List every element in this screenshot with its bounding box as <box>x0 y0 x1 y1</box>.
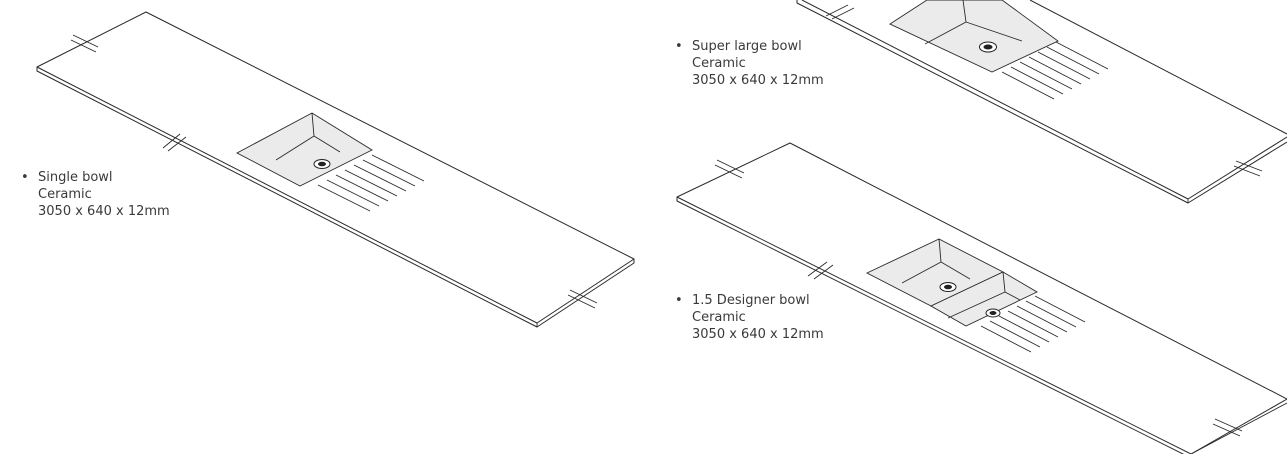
bullet: • <box>675 293 683 308</box>
cut-mark <box>1233 160 1263 177</box>
worktop-super-large-bowl <box>796 0 1287 204</box>
product-dimensions: 3050 x 640 x 12mm <box>692 327 824 342</box>
product-name: Single bowl <box>38 170 113 185</box>
product-label-super-large-bowl: • Super large bowl Ceramic 3050 x 640 x … <box>675 38 824 89</box>
sink-bowl-main <box>865 238 1005 307</box>
drainer-grooves <box>1001 41 1109 100</box>
bullet: • <box>675 39 683 54</box>
sink-bowl <box>889 0 1059 73</box>
worktop-single-bowl <box>36 11 635 328</box>
bullet: • <box>21 170 29 185</box>
sink-bowl <box>236 112 373 187</box>
product-dimensions: 3050 x 640 x 12mm <box>692 73 824 88</box>
sink-bowl-half <box>930 271 1038 327</box>
worktop-designer-bowl <box>676 142 1287 454</box>
cut-mark <box>567 289 598 309</box>
drainer-grooves <box>980 295 1086 353</box>
product-name: 1.5 Designer bowl <box>692 293 810 308</box>
drainer-grooves <box>317 154 425 212</box>
cut-mark <box>807 261 834 280</box>
product-name: Super large bowl <box>692 39 802 54</box>
cut-mark <box>1212 418 1243 437</box>
product-label-designer-bowl: • 1.5 Designer bowl Ceramic 3050 x 640 x… <box>675 292 824 343</box>
product-material: Ceramic <box>692 310 746 325</box>
product-dimensions: 3050 x 640 x 12mm <box>38 204 170 219</box>
product-material: Ceramic <box>38 187 92 202</box>
cut-mark <box>162 133 187 152</box>
cut-mark <box>825 4 855 20</box>
cut-mark <box>714 159 745 179</box>
product-label-single-bowl: • Single bowl Ceramic 3050 x 640 x 12mm <box>21 169 170 220</box>
cut-mark <box>70 34 99 53</box>
product-material: Ceramic <box>692 56 746 71</box>
